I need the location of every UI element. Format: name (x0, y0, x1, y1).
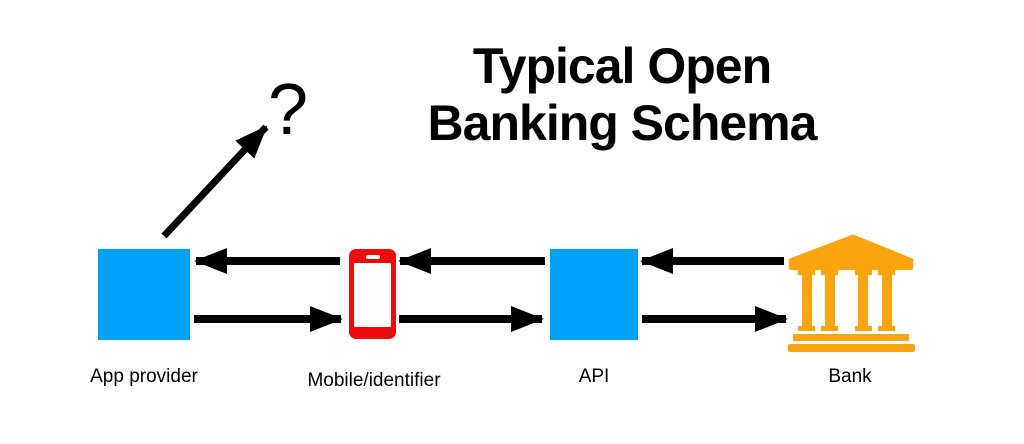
title-line-2: Banking Schema (427, 95, 818, 151)
diagram-title: Typical Open Banking Schema (400, 38, 844, 152)
phone-screen (354, 263, 391, 327)
smartphone-icon (349, 249, 396, 339)
phone-speaker-slit (365, 255, 380, 259)
bank-label: Bank (828, 366, 872, 387)
api-square-icon (550, 249, 638, 340)
question-mark: ? (268, 70, 309, 150)
bank-building-icon (788, 234, 915, 352)
title-line-1: Typical Open (472, 38, 772, 94)
app-provider-square-icon (98, 249, 190, 340)
api-label: API (578, 366, 610, 387)
mobile-identifier-label: Mobile/identifier (307, 370, 441, 391)
app-provider-label: App provider (90, 366, 198, 387)
arrow-diagonal-to-question (161, 124, 269, 239)
